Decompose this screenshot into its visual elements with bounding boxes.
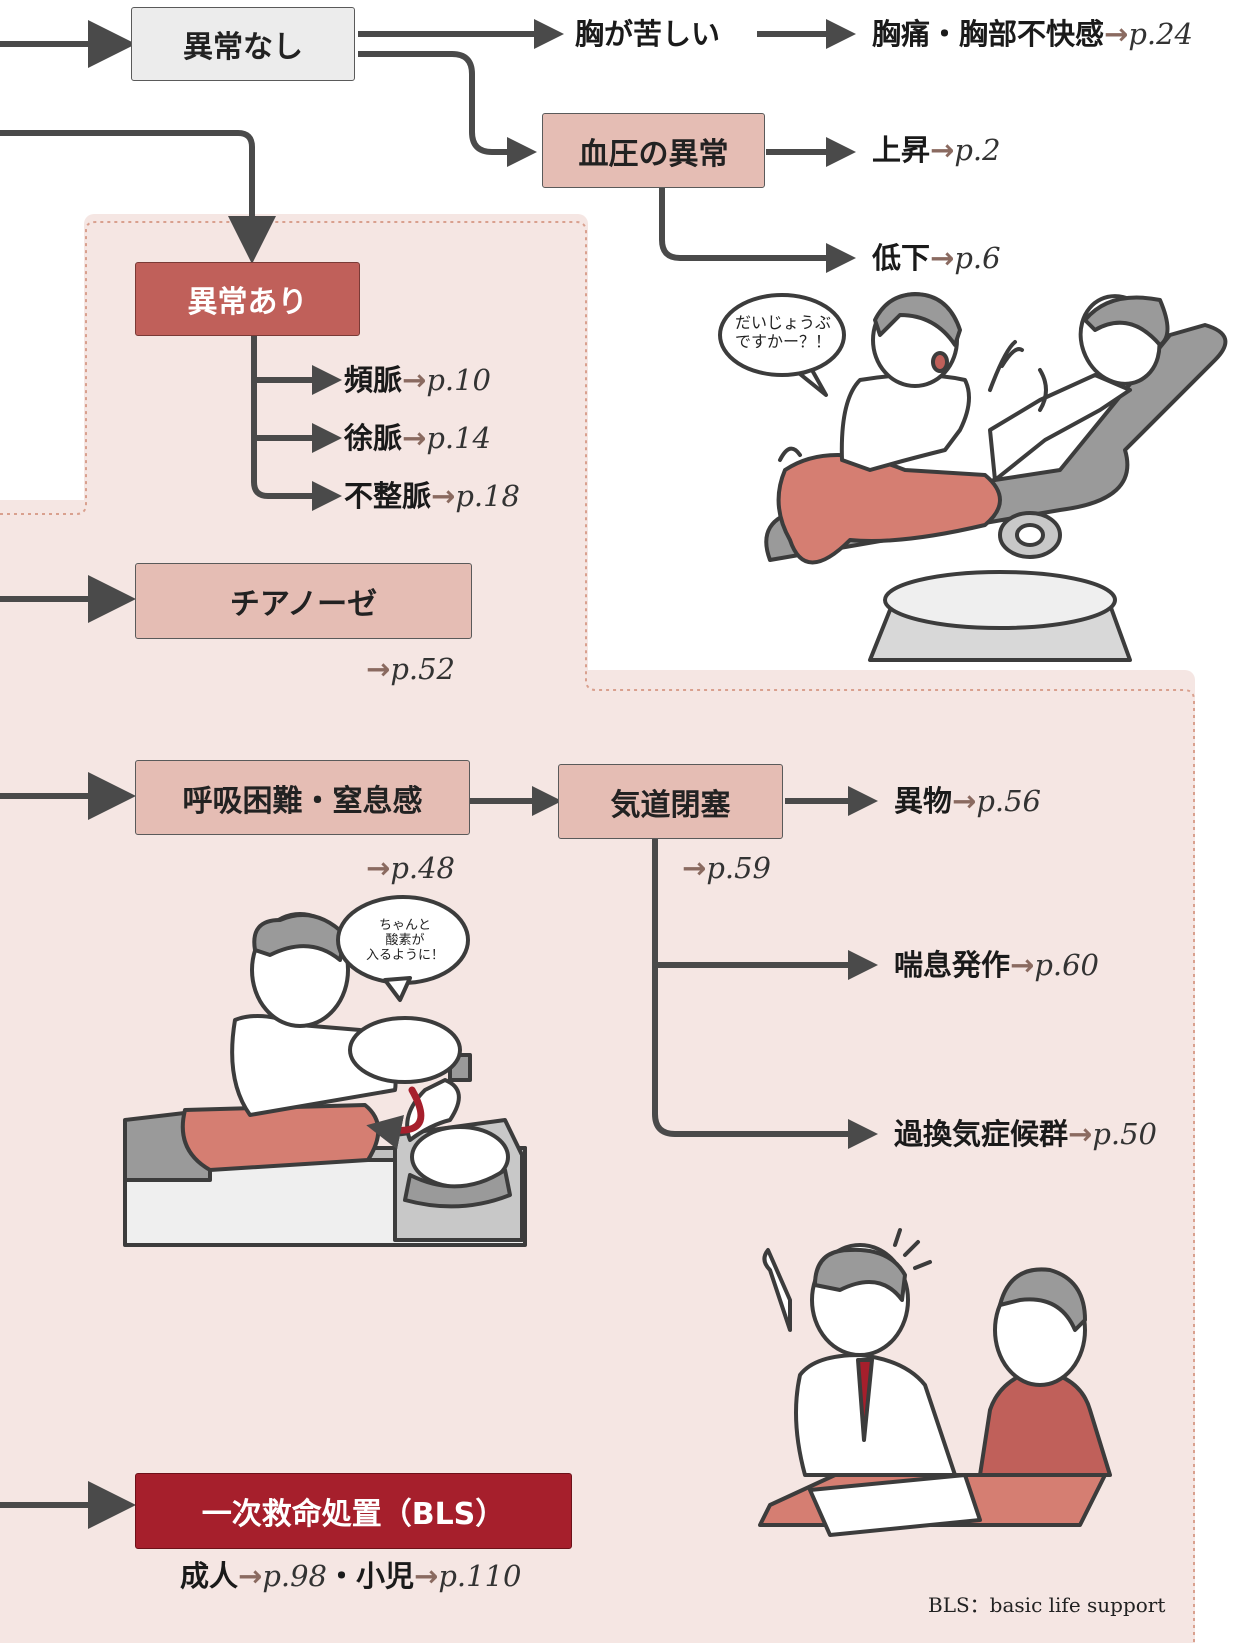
chest-pain-ref: p.24 [1128, 17, 1194, 51]
foreign-label: 異物 [894, 784, 953, 818]
bp-abnormal-box: 血圧の異常 [542, 113, 765, 188]
tachy-ref: p.10 [426, 363, 492, 397]
item-arrhythmia: 不整脈→p.18 [344, 482, 520, 511]
consultation-illustration [758, 1228, 1112, 1537]
dyspnea-box: 呼吸困難・窒息感 [135, 760, 470, 835]
speech-line: ですかー？！ [734, 332, 831, 351]
airway-illustration [123, 895, 527, 1247]
hypervent-label: 過換気症候群 [894, 1117, 1069, 1151]
adult-label: 成人 [180, 1559, 239, 1593]
airway-box: 気道閉塞 [558, 764, 783, 839]
bp-down-ref: p.6 [954, 241, 1001, 275]
dentist-speech: だいじょうぶ ですかー？！ [728, 313, 838, 351]
ref-arrow: → [238, 1559, 263, 1593]
ref-arrow: → [1010, 948, 1035, 982]
dyspnea-ref: p.48 [390, 851, 455, 885]
hypervent-ref: p.50 [1092, 1117, 1158, 1151]
child-label: 小児 [356, 1559, 415, 1593]
speech-line: だいじょうぶ [734, 313, 831, 332]
asthma-label: 喘息発作 [894, 948, 1011, 982]
airway-ref: p.59 [706, 851, 771, 885]
chest-pain-label: 胸痛・胸部不快感 [872, 17, 1105, 51]
airway-ref-line: →p.59 [682, 854, 771, 883]
bls-separator: ・ [327, 1559, 357, 1593]
ref-arrow: → [930, 133, 955, 167]
item-bradycardia: 徐脈→p.14 [344, 424, 491, 453]
ref-arrow: → [366, 851, 391, 885]
child-ref: p.110 [438, 1559, 522, 1593]
cyanosis-ref: p.52 [390, 652, 455, 686]
dyspnea-ref-line: →p.48 [366, 854, 455, 883]
item-bls-refs: 成人→p.98・小児→p.110 [180, 1562, 522, 1591]
ref-arrow: → [930, 241, 955, 275]
tachy-label: 頻脈 [344, 363, 403, 397]
item-chest-tight: 胸が苦しい [575, 20, 720, 49]
bp-up-label: 上昇 [872, 133, 931, 167]
cyanosis-ref-line: →p.52 [366, 655, 455, 684]
arrhythmia-label: 不整脈 [344, 479, 432, 513]
oxygen-speech: ちゃんと 酸素が 入るように！ [350, 918, 460, 963]
dental-chair-illustration [718, 292, 1228, 662]
ref-arrow: → [952, 784, 977, 818]
ref-arrow: → [414, 1559, 439, 1593]
chest-tight-label: 胸が苦しい [575, 17, 721, 51]
brady-label: 徐脈 [344, 421, 403, 455]
footnote: BLS：basic life support [928, 1593, 1166, 1617]
item-asthma: 喘息発作→p.60 [894, 951, 1099, 980]
speech-line: 入るように！ [365, 948, 444, 963]
brady-ref: p.14 [426, 421, 492, 455]
bls-box: 一次救命処置（BLS） [135, 1473, 572, 1549]
ref-arrow: → [1104, 17, 1129, 51]
speech-line: ちゃんと [378, 918, 431, 933]
item-hyperventilation: 過換気症候群→p.50 [894, 1120, 1157, 1149]
cyanosis-box: チアノーゼ [135, 563, 472, 639]
ref-arrow: → [431, 479, 456, 513]
foreign-ref: p.56 [976, 784, 1042, 818]
ref-arrow: → [402, 421, 427, 455]
ref-arrow: → [402, 363, 427, 397]
ref-arrow: → [682, 851, 707, 885]
asthma-ref: p.60 [1034, 948, 1100, 982]
item-bp-up: 上昇→p.2 [872, 136, 1001, 165]
abnormal-box: 異常あり [135, 262, 360, 336]
ref-arrow: → [1068, 1117, 1093, 1151]
item-foreign-body: 異物→p.56 [894, 787, 1041, 816]
arrhythmia-ref: p.18 [455, 479, 521, 513]
bp-down-label: 低下 [872, 241, 931, 275]
item-bp-down: 低下→p.6 [872, 244, 1001, 273]
bp-up-ref: p.2 [954, 133, 1001, 167]
ref-arrow: → [366, 652, 391, 686]
normal-box: 異常なし [131, 7, 355, 81]
adult-ref: p.98 [262, 1559, 328, 1593]
item-chest-pain: 胸痛・胸部不快感→p.24 [872, 20, 1193, 49]
speech-line: 酸素が [385, 933, 425, 948]
item-tachycardia: 頻脈→p.10 [344, 366, 491, 395]
